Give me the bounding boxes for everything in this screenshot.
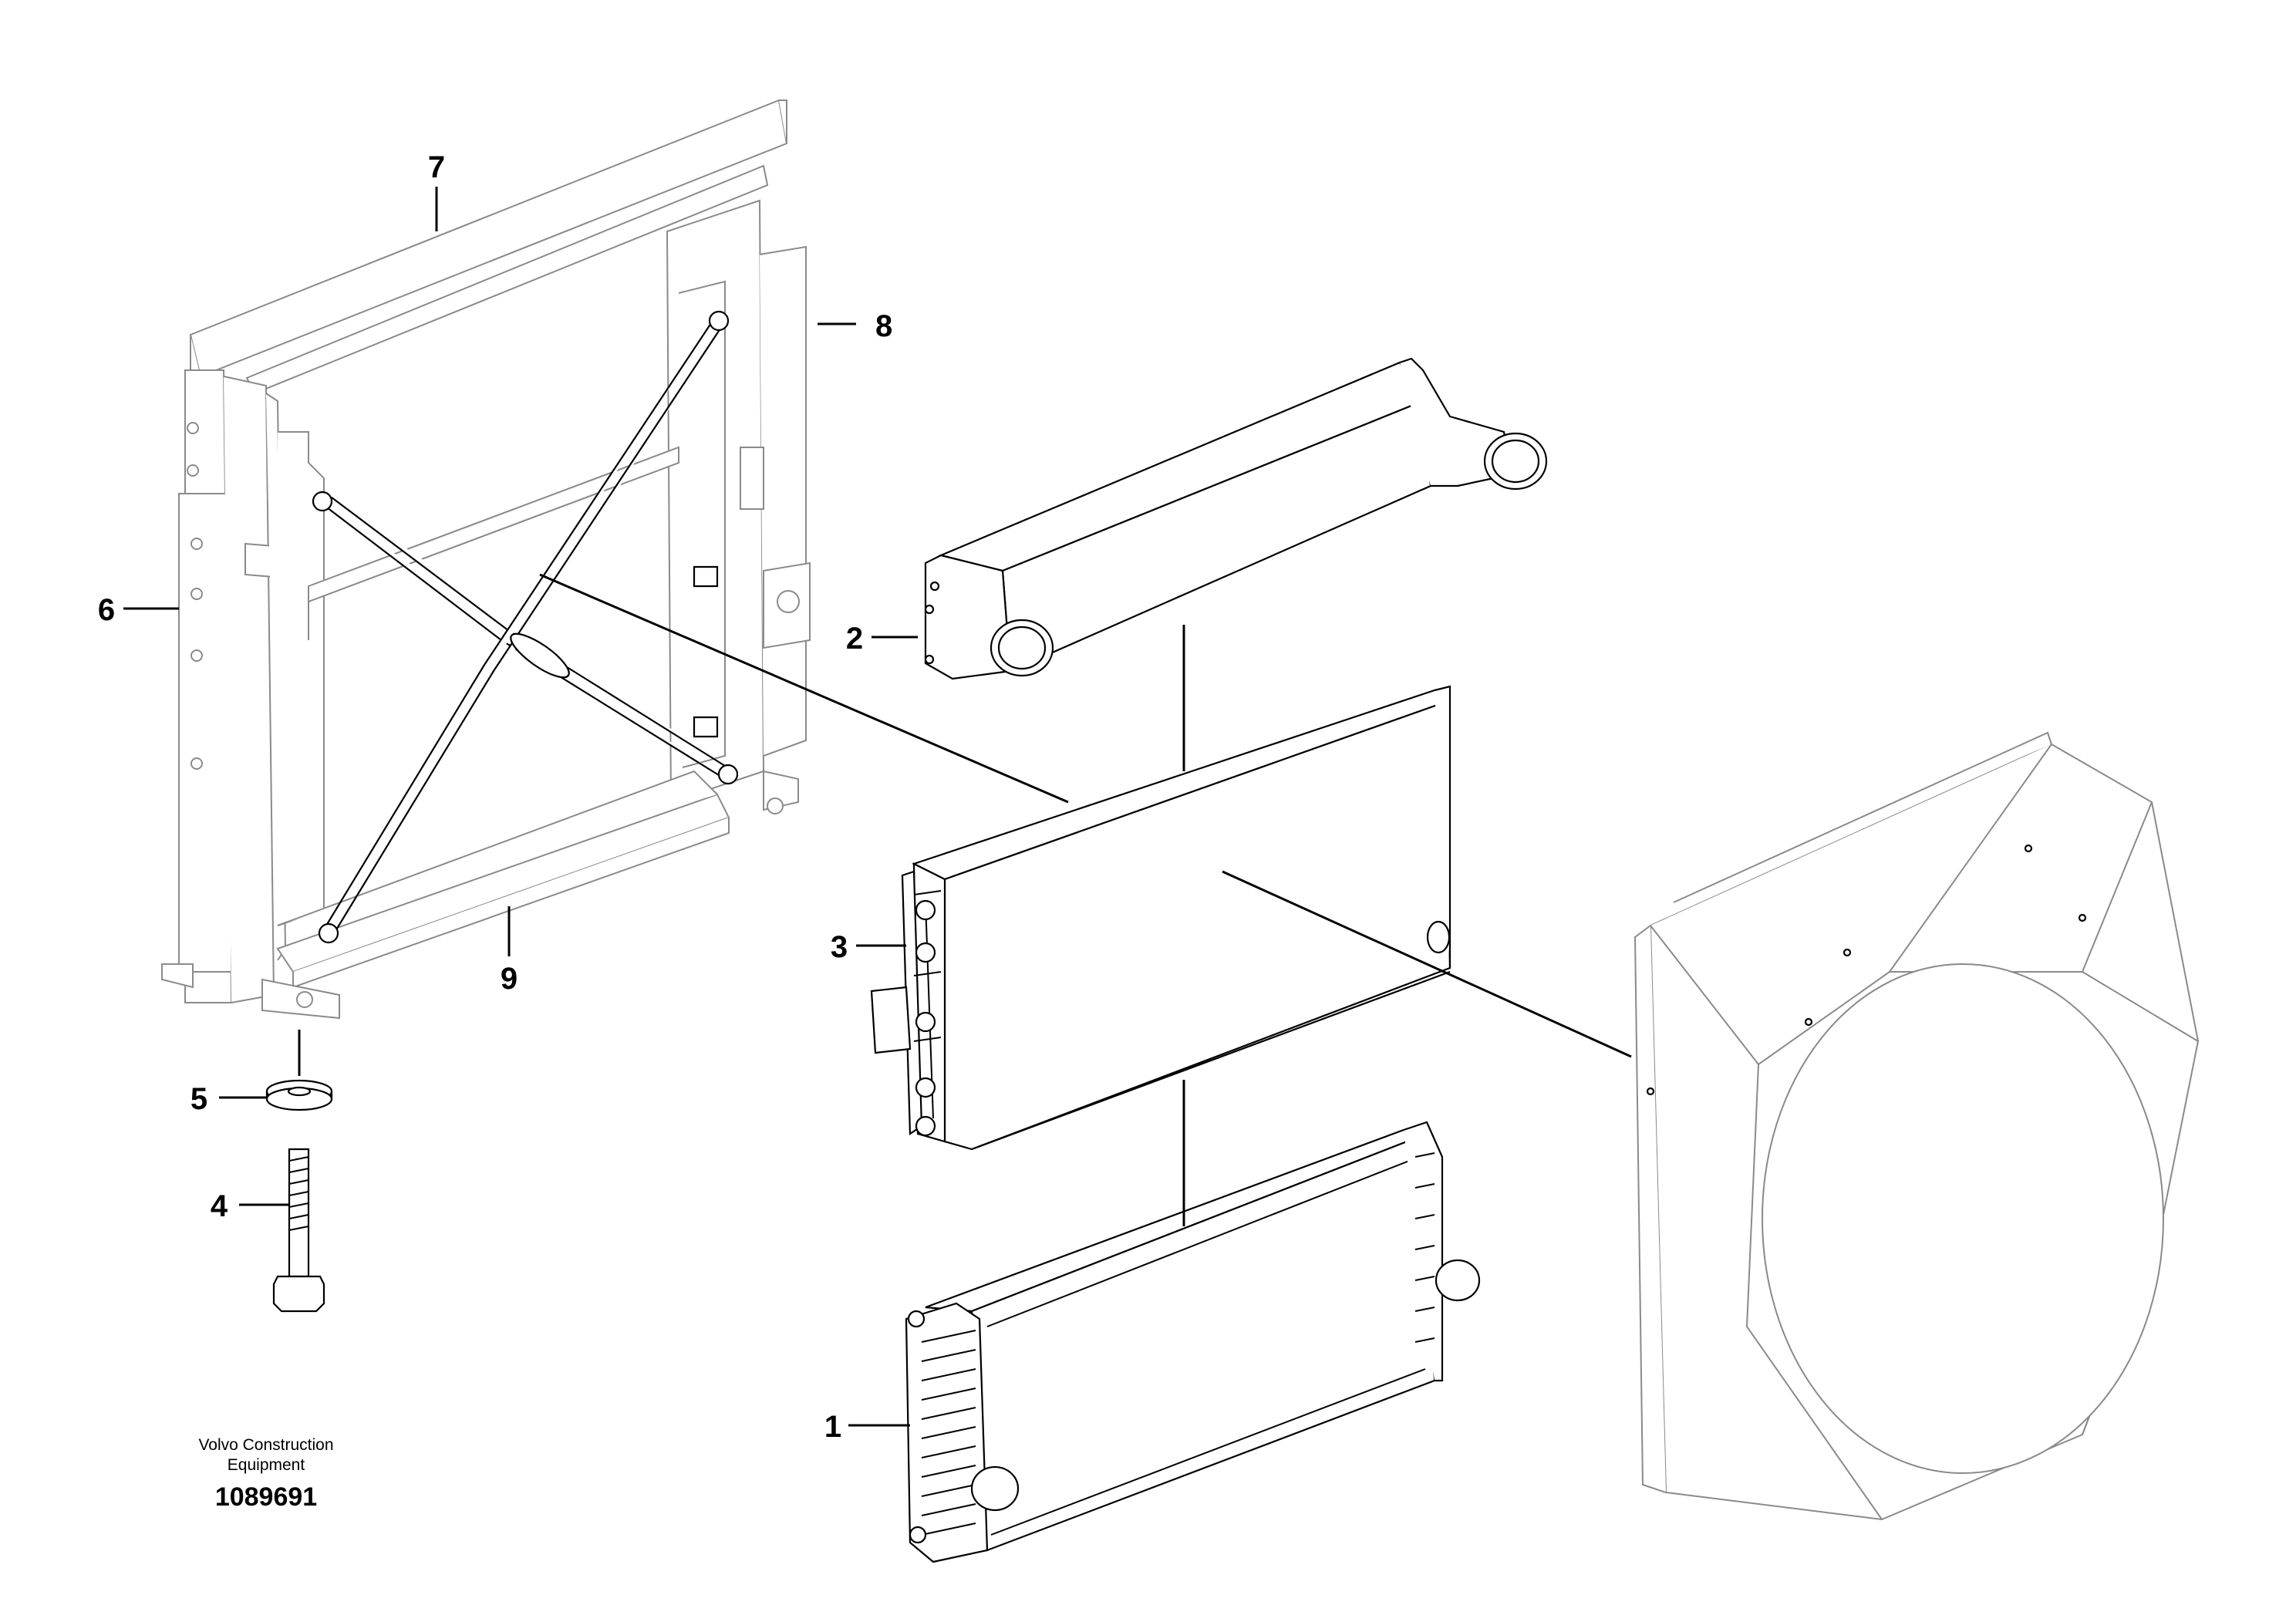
callout-5: 5 [190,1082,207,1116]
leader-lines [123,187,1632,1427]
callout-8: 8 [875,309,892,343]
charge-air-tube [924,357,1548,680]
drawing-number: 1089691 [215,1482,317,1512]
brand-line-1: Volvo Construction [198,1436,333,1454]
callout-1: 1 [824,1410,841,1444]
callout-2: 2 [846,622,863,656]
callout-6: 6 [98,593,115,627]
callout-3: 3 [831,930,848,964]
callout-4: 4 [211,1189,228,1223]
charge-air-cooler [905,1121,1481,1563]
callout-7: 7 [428,150,445,184]
radiator-core [870,685,1451,1151]
bolt-and-washer [265,1079,333,1313]
callout-9: 9 [501,962,518,996]
fan-shroud [1633,731,2200,1521]
radiator-frame [161,99,811,1020]
brand-line-2: Equipment [228,1456,305,1474]
